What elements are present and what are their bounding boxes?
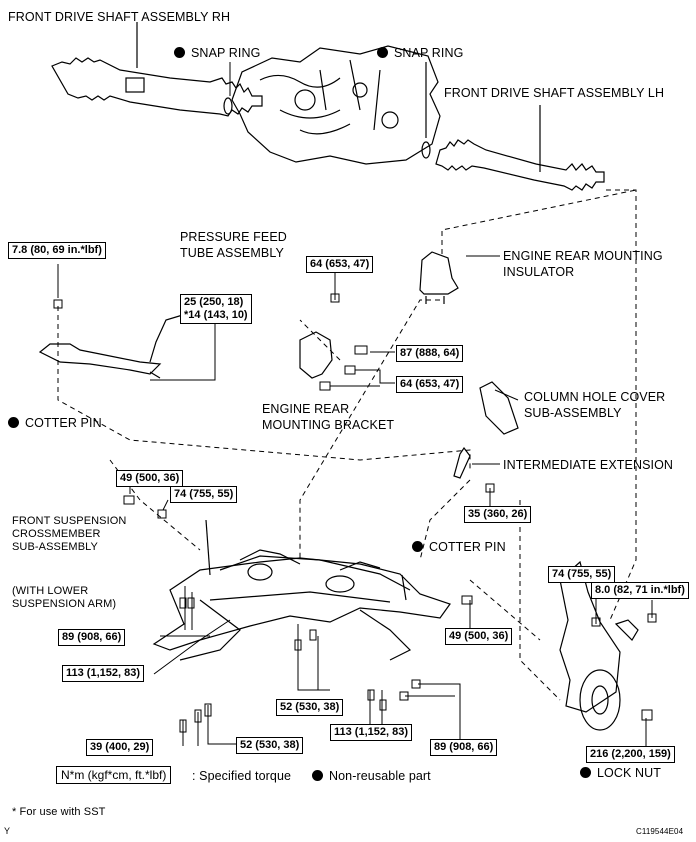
- label-crossmember-3: SUB-ASSEMBLY: [12, 541, 98, 553]
- corner-code-left: Y: [4, 826, 11, 836]
- label-intermediate-extension: INTERMEDIATE EXTENSION: [503, 458, 674, 472]
- torque-8-0: 8.0 (82, 71 in.*lbf): [591, 582, 689, 599]
- engine-rear-bracket: [299, 293, 368, 391]
- legend-unit-box: N*m (kgf*cm, ft.*lbf): [56, 766, 172, 784]
- nonreusable-dot-icon: [312, 770, 323, 781]
- torque-113a: 113 (1,152, 83): [62, 665, 145, 682]
- nonreusable-dot-icon: [412, 541, 423, 552]
- label-front-drive-shaft-lh: FRONT DRIVE SHAFT ASSEMBLY LH: [444, 86, 665, 100]
- torque-74b: 74 (755, 55): [548, 566, 616, 583]
- label-pressure-feed-1: PRESSURE FEED: [180, 230, 287, 244]
- label-lock-nut: LOCK NUT: [580, 766, 661, 781]
- intermediate-extension-part: [453, 446, 471, 479]
- nonreusable-dot-icon: [377, 47, 388, 58]
- torque-52b: 52 (530, 38): [236, 737, 304, 754]
- label-crossmember-1: FRONT SUSPENSION: [12, 515, 127, 527]
- label-with-lower-2: SUSPENSION ARM): [12, 598, 117, 610]
- torque-7-8: 7.8 (80, 69 in.*lbf): [8, 242, 106, 259]
- nonreusable-dot-icon: [174, 47, 185, 58]
- legend-unit-desc: : Specified torque: [192, 769, 292, 783]
- corner-code-right: C119544E04: [636, 827, 684, 836]
- torque-89a: 89 (908, 66): [58, 629, 126, 646]
- drive-shaft-lh: [435, 105, 605, 191]
- label-cotter-pin-1: COTTER PIN: [8, 416, 102, 431]
- crossmember-drawing: [123, 495, 473, 661]
- torque-113b: 113 (1,152, 83): [330, 724, 413, 741]
- label-engine-rear-bracket-1: ENGINE REAR: [262, 402, 350, 416]
- footnote-sst: * For use with SST: [12, 806, 106, 818]
- torque-25-line2: *14 (143, 10): [184, 309, 248, 321]
- torque-64a: 64 (653, 47): [306, 256, 374, 273]
- torque-52a: 52 (530, 38): [276, 699, 344, 716]
- torque-64b: 64 (653, 47): [396, 376, 464, 393]
- drive-shaft-rh: [51, 22, 263, 117]
- label-front-drive-shaft-rh: FRONT DRIVE SHAFT ASSEMBLY RH: [8, 10, 231, 24]
- label-snap-ring-1: SNAP RING: [174, 46, 260, 61]
- legend-nonreusable: Non-reusable part: [312, 769, 431, 784]
- snap-ring-rh-part: [223, 97, 233, 115]
- torque-87: 87 (888, 64): [396, 345, 464, 362]
- torque-49a: 49 (500, 36): [116, 470, 184, 487]
- torque-39: 39 (400, 29): [86, 739, 154, 756]
- label-engine-rear-insulator-2: INSULATOR: [503, 265, 575, 279]
- label-with-lower-1: (WITH LOWER: [12, 585, 89, 597]
- label-pressure-feed-2: TUBE ASSEMBLY: [180, 246, 284, 260]
- transaxle-drawing: [231, 45, 441, 165]
- label-engine-rear-bracket-2: MOUNTING BRACKET: [262, 418, 395, 432]
- torque-89b: 89 (908, 66): [430, 739, 498, 756]
- torque-216: 216 (2,200, 159): [586, 746, 675, 763]
- torque-25-line1: 25 (250, 18): [184, 296, 244, 308]
- snap-ring-lh-part: [421, 141, 431, 159]
- label-column-hole-1: COLUMN HOLE COVER: [524, 390, 666, 404]
- knuckle-hub-drawing: [559, 560, 657, 731]
- torque-25: 25 (250, 18)*14 (143, 10): [180, 294, 252, 324]
- nonreusable-dot-icon: [580, 767, 591, 778]
- label-snap-ring-2: SNAP RING: [377, 46, 463, 61]
- column-hole-cover: [479, 381, 519, 435]
- pressure-feed-tube: [38, 299, 187, 379]
- torque-74a: 74 (755, 55): [170, 486, 238, 503]
- label-cotter-pin-2: COTTER PIN: [412, 540, 506, 555]
- engine-rear-insulator: [419, 251, 459, 304]
- nonreusable-dot-icon: [8, 417, 19, 428]
- label-column-hole-2: SUB-ASSEMBLY: [524, 406, 622, 420]
- label-engine-rear-insulator-1: ENGINE REAR MOUNTING: [503, 249, 663, 263]
- torque-35: 35 (360, 26): [464, 506, 532, 523]
- label-crossmember-2: CROSSMEMBER: [12, 528, 101, 540]
- torque-49b: 49 (500, 36): [445, 628, 513, 645]
